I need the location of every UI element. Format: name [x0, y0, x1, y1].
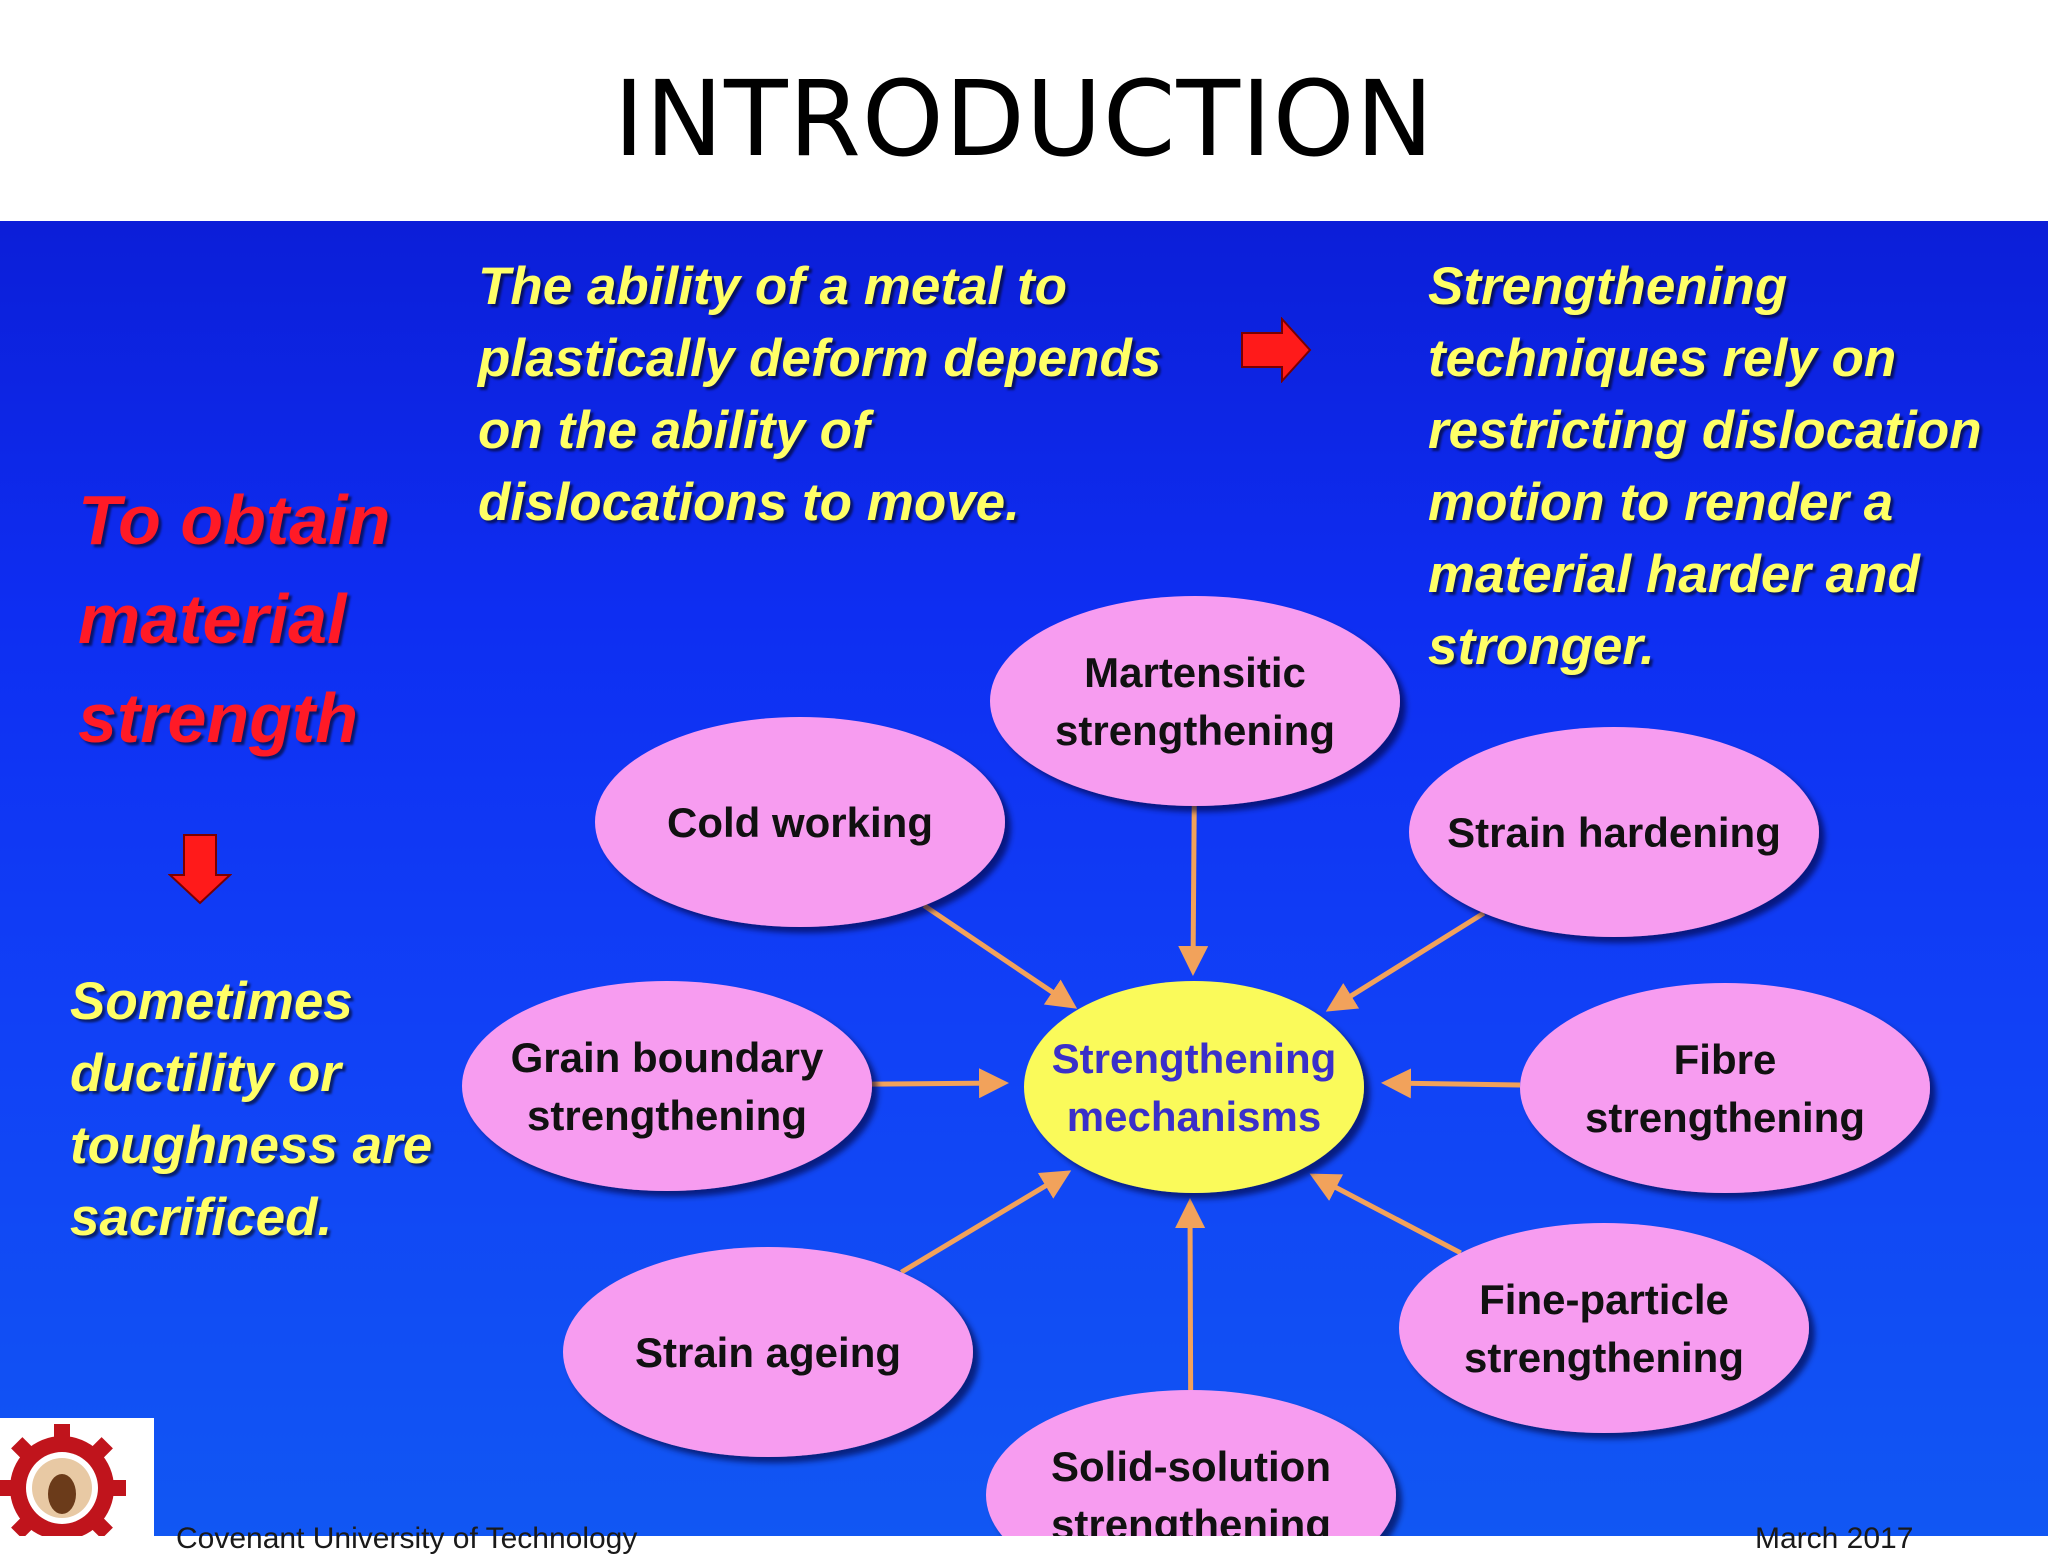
node-center-strengthening-mechanisms-shape — [1024, 981, 1364, 1193]
node-center-strengthening-mechanisms-label: mechanisms — [1067, 1093, 1321, 1140]
node-fibre: Fibre strengthening — [1520, 983, 1930, 1193]
node-center-strengthening-mechanisms-label: Strengthening — [1052, 1035, 1337, 1082]
node-fine-particle-label: Fine-particle — [1479, 1276, 1729, 1323]
node-strain-hardening-shape — [1409, 727, 1819, 937]
node-solid-solution-shape — [986, 1390, 1396, 1536]
node-strain-ageing-label: Strain ageing — [635, 1329, 901, 1376]
node-strain-hardening: Strain hardening — [1409, 727, 1819, 937]
node-fine-particle-shape — [1399, 1223, 1809, 1433]
node-strain-hardening-label: Strain hardening — [1447, 809, 1781, 856]
footer-date: March 2017 — [1755, 1522, 1914, 1555]
goal-statement: To obtain material strength — [78, 481, 391, 757]
node-strain-ageing-shape — [563, 1247, 973, 1457]
arrow-solid-solution — [1175, 1198, 1206, 1391]
node-solid-solution-label: strengthening — [1051, 1501, 1331, 1536]
arrow-fibre — [1381, 1068, 1521, 1099]
footer-institution: Covenant University of Technology — [176, 1522, 638, 1555]
node-grain-boundary-shape — [462, 981, 872, 1191]
node-strain-ageing: Strain ageing — [563, 1247, 973, 1457]
node-center-strengthening-mechanisms: Strengthening mechanisms — [1024, 981, 1364, 1193]
arrow-strain-ageing — [899, 1170, 1072, 1275]
node-fibre-label: Fibre — [1674, 1036, 1777, 1083]
slide-title: INTRODUCTION — [613, 58, 1435, 180]
arrow-strain-hardening — [1325, 910, 1486, 1012]
node-grain-boundary-label: Grain boundary — [511, 1034, 824, 1081]
arrow-martensitic — [1178, 805, 1209, 976]
node-cold-working: Cold working — [595, 717, 1005, 927]
node-martensitic-label: Martensitic — [1084, 649, 1306, 696]
top-statement: The ability of a metal to plastically de… — [478, 257, 1162, 532]
node-fibre-shape — [1520, 983, 1930, 1193]
red-arrow-right-icon — [1241, 317, 1312, 383]
node-fine-particle-label: strengthening — [1464, 1334, 1744, 1381]
arrow-grain-boundary — [871, 1068, 1009, 1099]
node-martensitic-label: strengthening — [1055, 707, 1335, 754]
node-fibre-label: strengthening — [1585, 1094, 1865, 1141]
node-grain-boundary-label: strengthening — [527, 1092, 807, 1139]
node-cold-working-label: Cold working — [667, 799, 933, 846]
right-statement: Strengthening techniques rely on restric… — [1428, 257, 1982, 676]
node-martensitic-shape — [990, 596, 1400, 806]
arrow-cold-working — [922, 903, 1078, 1009]
red-arrow-down-icon — [168, 834, 232, 905]
node-fine-particle: Fine-particle strengthening — [1399, 1223, 1809, 1433]
node-grain-boundary: Grain boundary strengthening — [462, 981, 872, 1191]
node-solid-solution-label: Solid-solution — [1051, 1443, 1331, 1490]
node-martensitic: Martensitic strengthening — [990, 596, 1400, 806]
tradeoff-statement: Sometimes ductility or toughness are sac… — [70, 972, 433, 1247]
arrow-fine-particle — [1309, 1173, 1462, 1256]
node-cold-working-shape — [595, 717, 1005, 927]
university-logo-icon — [0, 1418, 154, 1552]
node-solid-solution: Solid-solution strengthening — [986, 1390, 1396, 1536]
